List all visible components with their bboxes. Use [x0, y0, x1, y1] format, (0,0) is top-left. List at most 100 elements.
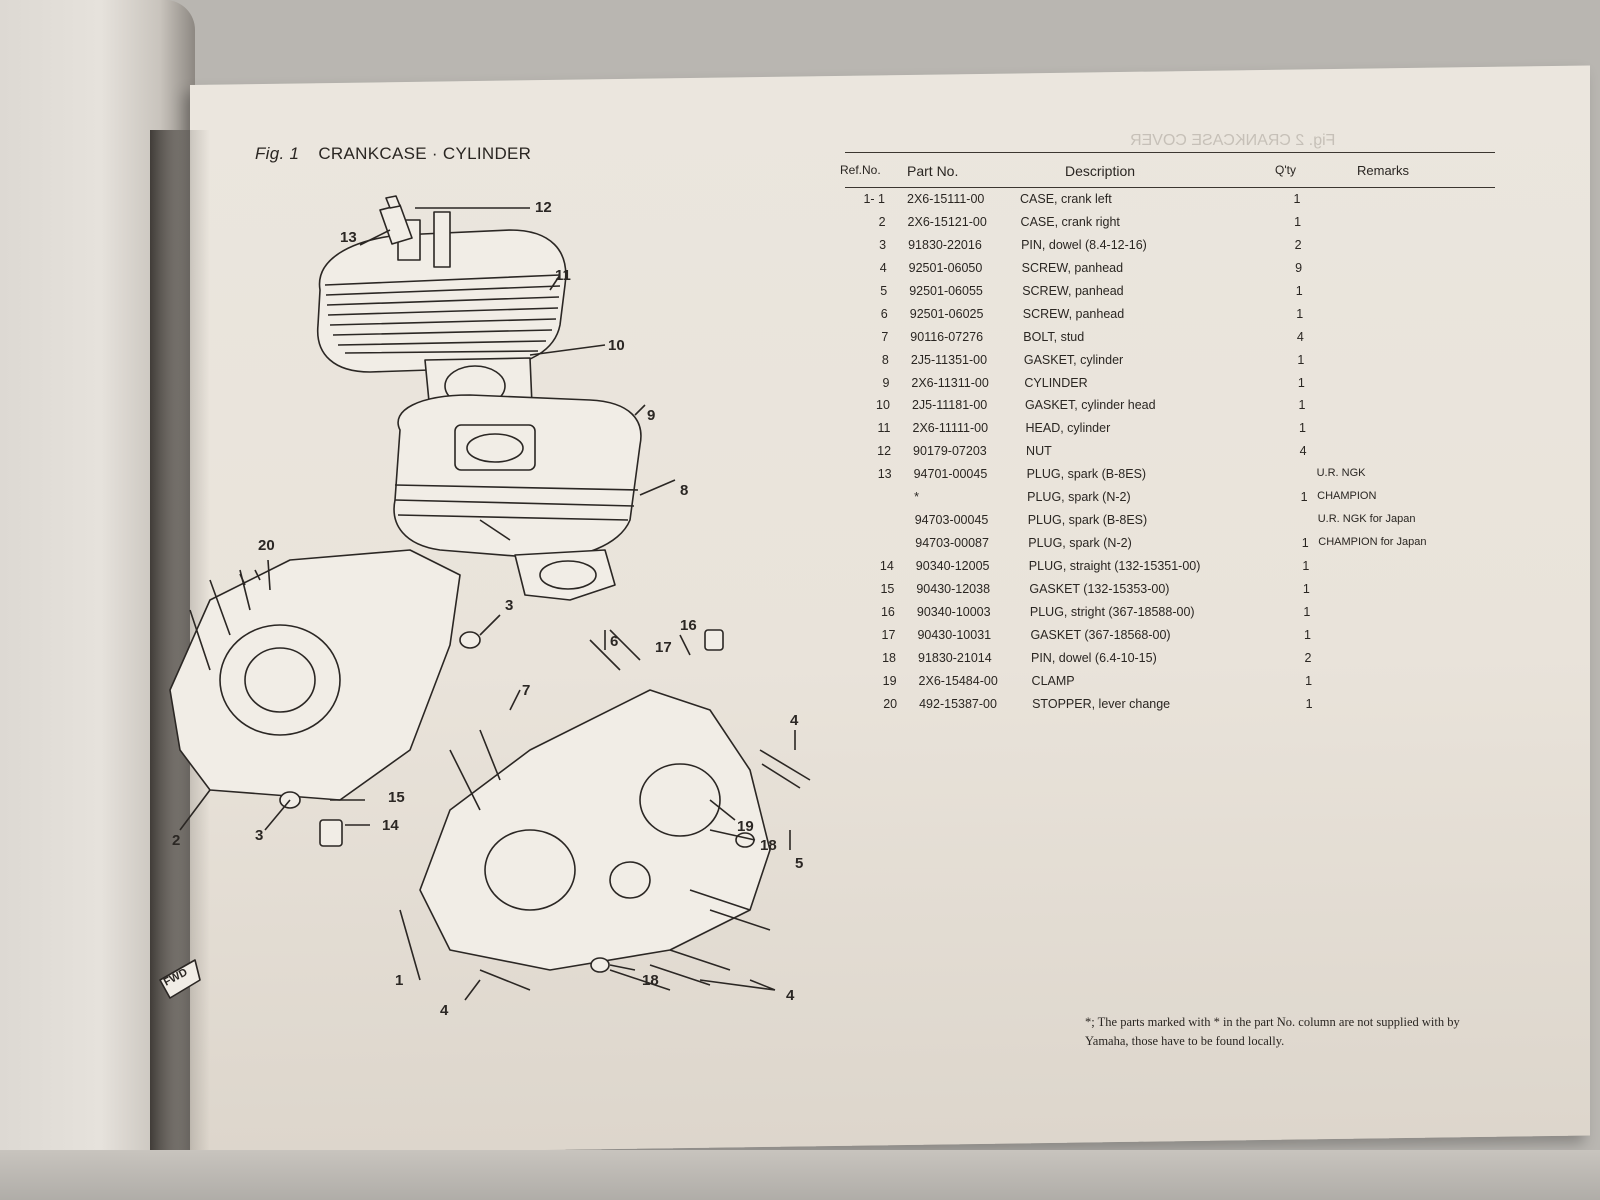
- quantity-cell: 1: [1303, 604, 1311, 619]
- description-cell: GASKET (132-15353-00): [1029, 582, 1170, 597]
- callout-15: 15: [388, 789, 405, 806]
- description-cell: GASKET (367-18568-00): [1030, 627, 1171, 642]
- ref-no-cell: 20: [883, 696, 898, 711]
- part-no-cell: 2X6-11111-00: [912, 421, 989, 436]
- part-no-cell: 90430-12038: [916, 582, 991, 597]
- part-no-cell: 94703-00045: [914, 513, 989, 528]
- cylinder-barrel-drawing: [393, 394, 642, 559]
- quantity-cell: 2: [1294, 237, 1302, 252]
- quantity-cell: 1: [1302, 582, 1310, 597]
- callout-18a: 18: [760, 837, 777, 854]
- part-no-cell: 92501-06055: [909, 283, 983, 298]
- ref-no-cell: 10: [876, 398, 890, 413]
- ref-no-cell: 16: [880, 604, 895, 619]
- remarks-cell: U.R. NGK for Japan: [1317, 513, 1416, 526]
- quantity-cell: 4: [1299, 444, 1307, 459]
- part-no-cell: 2X6-15121-00: [907, 214, 987, 229]
- header-remarks: Remarks: [1357, 163, 1410, 178]
- ref-no-cell: 8: [881, 352, 889, 367]
- callout-18b: 18: [642, 972, 659, 989]
- part-no-cell: 91830-22016: [908, 237, 982, 252]
- ref-no-cell: 13: [877, 467, 892, 482]
- exploded-parts-diagram: 12 13 11 10 9 8 20 3 16 6 17 7 4 15 14 2…: [159, 195, 811, 1019]
- part-no-cell: 91830-21014: [918, 650, 992, 665]
- description-cell: HEAD, cylinder: [1025, 421, 1111, 436]
- footnote-text: The parts marked with * in the part No. …: [1085, 1015, 1460, 1048]
- callout-11: 11: [555, 267, 571, 284]
- part-no-cell: 90179-07203: [913, 444, 987, 459]
- part-no-cell: 492-15387-00: [919, 696, 997, 711]
- header-desc: Description: [1065, 163, 1136, 179]
- callout-19: 19: [737, 818, 754, 835]
- left-crankcase-drawing: [169, 549, 461, 801]
- callout-20: 20: [258, 537, 275, 554]
- quantity-cell: 1: [1294, 214, 1302, 229]
- callout-14: 14: [382, 817, 399, 834]
- part-no-cell: 2J5-11181-00: [911, 398, 988, 413]
- callout-17: 17: [655, 639, 672, 656]
- callout-13: 13: [340, 229, 357, 246]
- callout-2: 2: [172, 832, 180, 849]
- description-cell: SCREW, panhead: [1021, 260, 1124, 275]
- footnote-mark: *;: [1085, 1015, 1095, 1029]
- ref-no-cell: 17: [881, 627, 896, 642]
- base-gasket-drawing: [514, 549, 616, 601]
- figure-title: Fig. 1 CRANKCASE · CYLINDER: [255, 144, 531, 164]
- header-ref: Ref.No.: [840, 163, 881, 177]
- figure-label: Fig. 1: [255, 144, 300, 163]
- quantity-cell: 1: [1297, 352, 1305, 367]
- callout-16: 16: [680, 617, 697, 634]
- quantity-cell: 1: [1297, 375, 1305, 390]
- ref-no-cell: 9: [882, 375, 890, 390]
- ref-no-cell: 12: [877, 444, 892, 459]
- callout-3b: 3: [255, 827, 263, 844]
- ref-no-cell: 15: [880, 582, 895, 597]
- part-no-cell: 2J5-11351-00: [910, 352, 988, 367]
- callout-4a: 4: [790, 712, 799, 729]
- table-header: Ref.No. Part No. Description Q'ty Remark…: [840, 153, 1495, 187]
- header-qty: Q'ty: [1275, 163, 1296, 177]
- callout-5: 5: [795, 855, 803, 872]
- quantity-cell: 1: [1296, 306, 1304, 321]
- part-no-cell: 92501-06025: [909, 306, 984, 321]
- header-part: Part No.: [907, 163, 959, 179]
- ref-no-cell: 2: [878, 214, 886, 229]
- part-no-cell: 90340-12005: [915, 559, 990, 574]
- description-cell: SCREW, panhead: [1022, 283, 1124, 298]
- table-header-rule: [845, 187, 1495, 188]
- part-no-cell: 90340-10003: [916, 604, 991, 619]
- part-no-cell: 94703-00087: [915, 536, 989, 551]
- ref-no-cell: 18: [882, 650, 896, 665]
- ref-no-cell: 1- 1: [863, 192, 885, 206]
- table-top-rule: [845, 152, 1495, 153]
- description-cell: CYLINDER: [1024, 375, 1088, 390]
- figure-heading: CRANKCASE · CYLINDER: [318, 144, 532, 163]
- ref-no-cell: 11: [877, 421, 891, 436]
- table-surface: [0, 1150, 1600, 1200]
- callout-10: 10: [608, 337, 625, 354]
- remarks-cell: U.R. NGK: [1316, 467, 1366, 480]
- description-cell: BOLT, stud: [1023, 329, 1085, 344]
- description-cell: NUT: [1026, 444, 1052, 459]
- part-no-cell: 94701-00045: [913, 467, 988, 482]
- callout-4b: 4: [440, 1002, 449, 1019]
- ref-no-cell: 7: [881, 329, 889, 344]
- callout-4c: 4: [786, 987, 795, 1004]
- description-cell: PLUG, stright (367-18588-00): [1029, 604, 1195, 619]
- ref-no-cell: 6: [880, 306, 888, 321]
- part-no-cell: 90116-07276: [910, 329, 984, 344]
- description-cell: CASE, crank right: [1020, 214, 1120, 229]
- quantity-cell: 1: [1301, 536, 1309, 551]
- quantity-cell: 2: [1304, 650, 1312, 665]
- ref-no-cell: 19: [882, 673, 897, 688]
